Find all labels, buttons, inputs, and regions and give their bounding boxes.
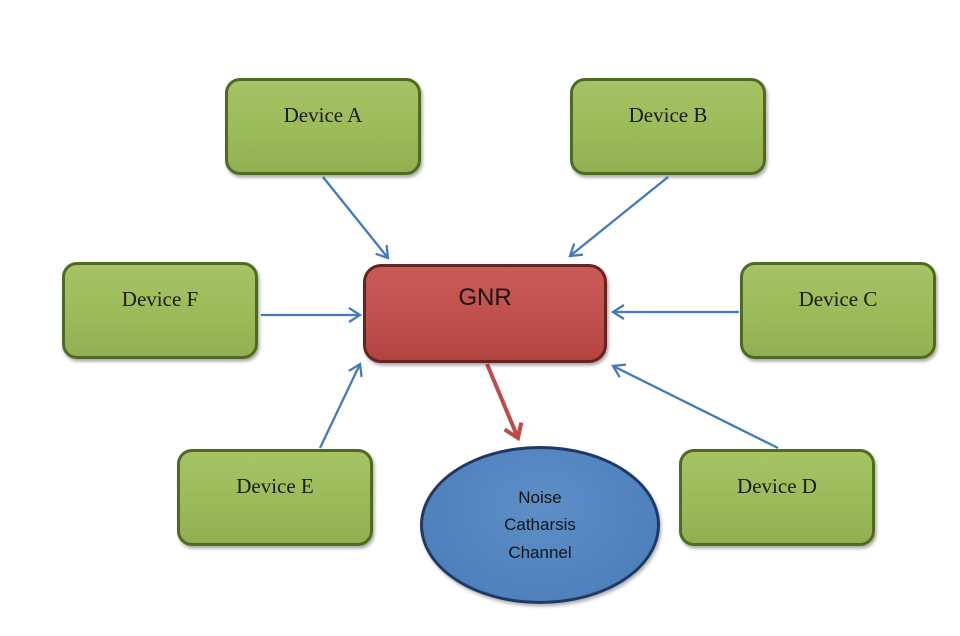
node-device-d: Device D <box>679 449 875 546</box>
node-gnr: GNR <box>363 264 607 363</box>
node-device-d-label: Device D <box>737 474 817 498</box>
node-device-c: Device C <box>740 262 936 359</box>
channel-label-line-1: Noise <box>518 488 562 508</box>
arrow-device-b-to-gnr <box>568 176 669 258</box>
node-device-b-label: Device B <box>628 103 708 127</box>
arrow-gnr-to-channel <box>485 363 524 442</box>
node-device-a-label: Device A <box>283 103 363 127</box>
node-device-a: Device A <box>225 78 421 175</box>
node-device-f-label: Device F <box>121 287 199 311</box>
arrow-device-a-to-gnr <box>322 176 390 260</box>
node-noise-catharsis-channel-label: Noise Catharsis Channel <box>504 484 576 566</box>
channel-label-line-3: Channel <box>508 542 572 562</box>
arrow-device-e-to-gnr <box>318 362 363 449</box>
node-device-e: Device E <box>177 449 373 546</box>
node-noise-catharsis-channel: Noise Catharsis Channel <box>420 446 660 604</box>
node-device-b: Device B <box>570 78 766 175</box>
channel-label-line-2: Catharsis <box>504 515 576 535</box>
node-gnr-label: GNR <box>458 284 512 311</box>
arrow-device-d-to-gnr <box>611 363 779 450</box>
node-device-c-label: Device C <box>798 287 878 311</box>
node-device-f: Device F <box>62 262 258 359</box>
node-device-e-label: Device E <box>236 474 314 498</box>
